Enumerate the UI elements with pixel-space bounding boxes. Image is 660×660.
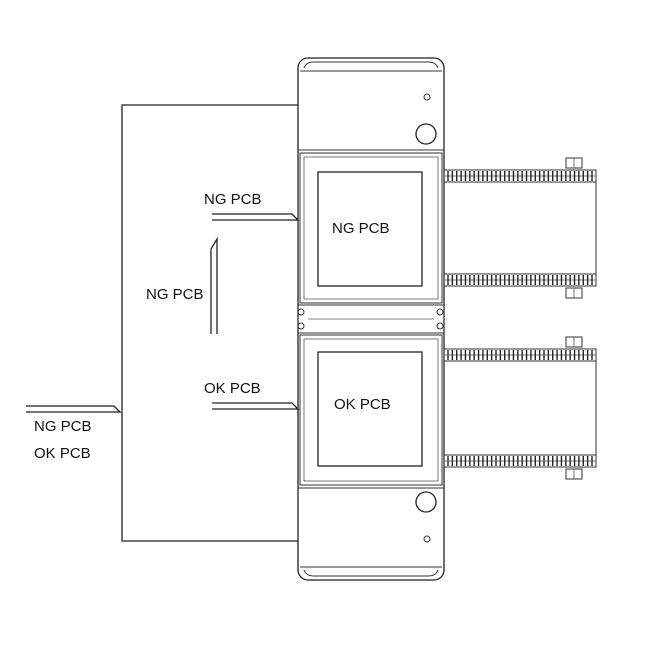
label-ok-arrow: OK PCB	[204, 380, 261, 397]
ok-conveyor-rollers	[447, 350, 593, 466]
bottom-screw-icon	[423, 535, 431, 543]
label-ok-box: OK PCB	[334, 396, 391, 413]
arrow-input-icon	[26, 405, 122, 413]
ng-magazine	[299, 152, 443, 304]
ng-conveyor	[443, 157, 597, 299]
arrow-ok-into-magazine-icon	[212, 402, 300, 410]
label-ng-arrow: NG PCB	[204, 191, 262, 208]
bottom-knob-icon	[415, 491, 437, 513]
routing-line	[121, 104, 298, 542]
label-input-ok: OK PCB	[34, 445, 91, 462]
arrow-ng-into-magazine-icon	[212, 213, 300, 221]
arrow-ng-up-icon	[210, 236, 218, 334]
ok-magazine	[299, 334, 443, 486]
ng-conveyor-rollers	[447, 171, 593, 285]
top-screw-icon	[423, 93, 431, 101]
label-ng-box: NG PCB	[332, 220, 390, 237]
label-ng-vertical: NG PCB	[146, 286, 204, 303]
label-input-ng: NG PCB	[34, 418, 92, 435]
middle-joint	[297, 304, 445, 334]
top-knob-icon	[415, 123, 437, 145]
ok-conveyor	[443, 336, 597, 480]
